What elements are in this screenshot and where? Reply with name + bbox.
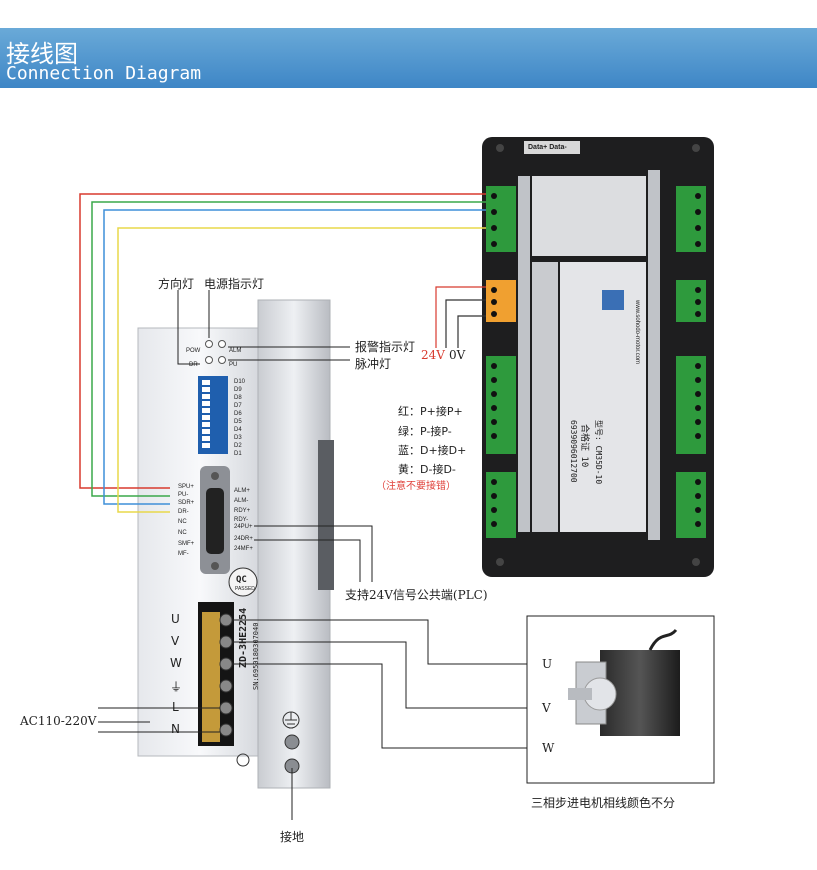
pin-label: MF-	[178, 551, 189, 557]
ac-input-label: AC110-220V	[20, 714, 97, 728]
dip-label: D4	[234, 427, 242, 433]
dip-label: D2	[234, 443, 242, 449]
dip-label: D8	[234, 395, 242, 401]
motor-w-label: W	[542, 741, 555, 755]
pin-label: 24MF+	[234, 546, 253, 552]
wiring-green: 绿：P-接P-	[398, 425, 452, 438]
header-banner: 接线图 Connection Diagram	[0, 28, 817, 88]
terminal-label: W	[170, 656, 182, 670]
wiring-red: 红：P+接P+	[398, 405, 463, 418]
dip-label: D3	[234, 435, 242, 441]
led-alm-label: ALM	[229, 348, 242, 354]
motor-u-label: U	[542, 657, 553, 671]
dip-label: D9	[234, 387, 242, 393]
motor-v-label: V	[542, 701, 551, 715]
terminal-label: L	[172, 700, 179, 714]
right-terminal-blocks	[676, 186, 706, 538]
terminal-screws	[491, 193, 701, 527]
signal-wires	[79, 193, 486, 513]
led-pow-label: POW	[186, 348, 201, 354]
wiring-warning: （注意不要接错）	[376, 481, 456, 492]
header-title-en: Connection Diagram	[6, 63, 202, 84]
direction-light-label: 方向灯	[158, 277, 195, 291]
pin-label: NC	[178, 519, 187, 525]
pulse-light-label: 脉冲灯	[355, 357, 392, 371]
led-dr-label: DR	[189, 362, 198, 368]
power-24v-wires	[435, 286, 486, 348]
v24-label: 24V	[421, 348, 445, 362]
wiring-yellow: 黄：D-接D-	[398, 463, 456, 476]
pin-label: ALM+	[234, 488, 250, 494]
header-title-zh: 接线图	[6, 40, 78, 68]
pin-label: RDY+	[234, 508, 251, 514]
pin-label: NC	[178, 530, 187, 536]
pin-label: 24DR+	[234, 536, 253, 542]
led-pu-label: PU	[229, 362, 238, 368]
terminal-label: N	[171, 722, 180, 736]
controller-barcode: 6939096012700	[569, 420, 578, 483]
pin-label: SMF+	[178, 541, 195, 547]
pin-label: PU-	[178, 492, 189, 498]
stepper-motor	[568, 628, 680, 736]
driver-model: ZD-3HE2254	[238, 607, 249, 668]
alarm-light-label: 报警指示灯	[355, 340, 416, 354]
controller-website: www.sohodo-motor.com	[634, 300, 640, 365]
qc-text: QC	[236, 575, 247, 585]
terminal-label: ⏚	[170, 680, 183, 694]
controller-data-label: Data+ Data-	[528, 144, 567, 151]
motion-controller	[482, 137, 714, 577]
terminal-label: V	[171, 634, 180, 648]
pin-label: SPU+	[178, 484, 194, 490]
wiring-blue: 蓝：D+接D+	[398, 444, 467, 457]
controller-model: 型号: CM35D-10	[594, 420, 603, 485]
dip-label: D1	[234, 451, 242, 457]
v0-label: 0V	[449, 348, 466, 362]
pin-label: DR-	[178, 509, 189, 515]
left-terminal-blocks	[486, 186, 516, 538]
motor-note: 三相步进电机相线颜色不分	[531, 796, 676, 810]
ground-label: 接地	[280, 830, 305, 844]
qc-sub: PASSED	[235, 586, 255, 592]
dip-label: D5	[234, 419, 242, 425]
driver-serial: SN:6950180307040	[252, 622, 260, 690]
dip-label: D6	[234, 411, 242, 417]
plc-label: 支持24V信号公共端(PLC)	[345, 588, 488, 602]
pin-label: SDR+	[178, 500, 195, 506]
pin-label: RDY-	[234, 517, 249, 523]
pin-label: ALM-	[234, 498, 249, 504]
controller-cert: 合格证 10	[579, 424, 589, 468]
terminal-label: U	[171, 612, 180, 626]
power-light-label: 电源指示灯	[204, 277, 265, 291]
led-leader-lines	[98, 290, 540, 820]
dip-label: D7	[234, 403, 242, 409]
dip-label: D10	[234, 379, 246, 385]
stepper-driver	[137, 299, 334, 789]
pin-label: 24PU+	[234, 524, 253, 530]
